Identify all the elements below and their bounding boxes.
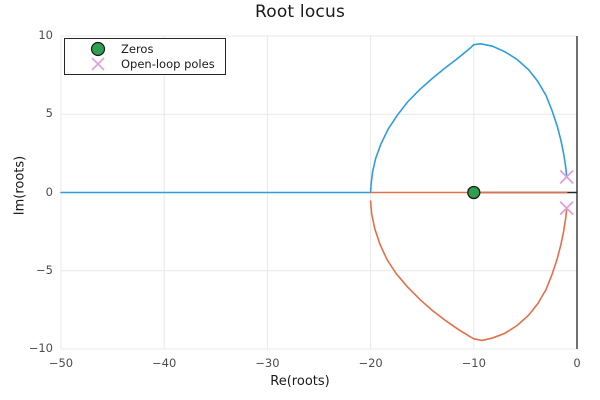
branch-upper (60, 43, 568, 194)
page-title: Root locus (254, 2, 346, 22)
y-tick-label: −10 (28, 341, 53, 355)
x-tick-label: −40 (152, 356, 177, 370)
y-axis-label: Im(roots) (12, 155, 28, 216)
x-tick-label: −10 (461, 356, 486, 370)
x-tick-label: −30 (255, 356, 280, 370)
circle-marker-icon (90, 41, 106, 57)
x-marker-icon (91, 57, 105, 71)
y-tick-label: 0 (45, 184, 53, 199)
x-axis-label: Re(roots) (270, 374, 330, 389)
x-tick-label: −20 (358, 356, 383, 370)
y-tick-label: 5 (45, 106, 53, 121)
locus-branches (60, 43, 568, 342)
legend-label-zeros: Zeros (121, 42, 154, 56)
legend[interactable]: Zeros Open-loop poles (64, 38, 226, 75)
zero-marker (467, 185, 481, 200)
y-tick-label: −5 (36, 262, 53, 277)
pole-marker (559, 201, 574, 216)
x-tick-label: −50 (48, 356, 74, 370)
legend-label-open-loop-poles: Open-loop poles (121, 57, 215, 71)
x-tick-label: 0 (573, 356, 581, 370)
pole-marker (559, 169, 574, 184)
pole-zero-markers (467, 169, 574, 216)
branch-lower (369, 200, 568, 342)
y-tick-label: 10 (38, 28, 53, 42)
legend-markers (90, 41, 106, 71)
